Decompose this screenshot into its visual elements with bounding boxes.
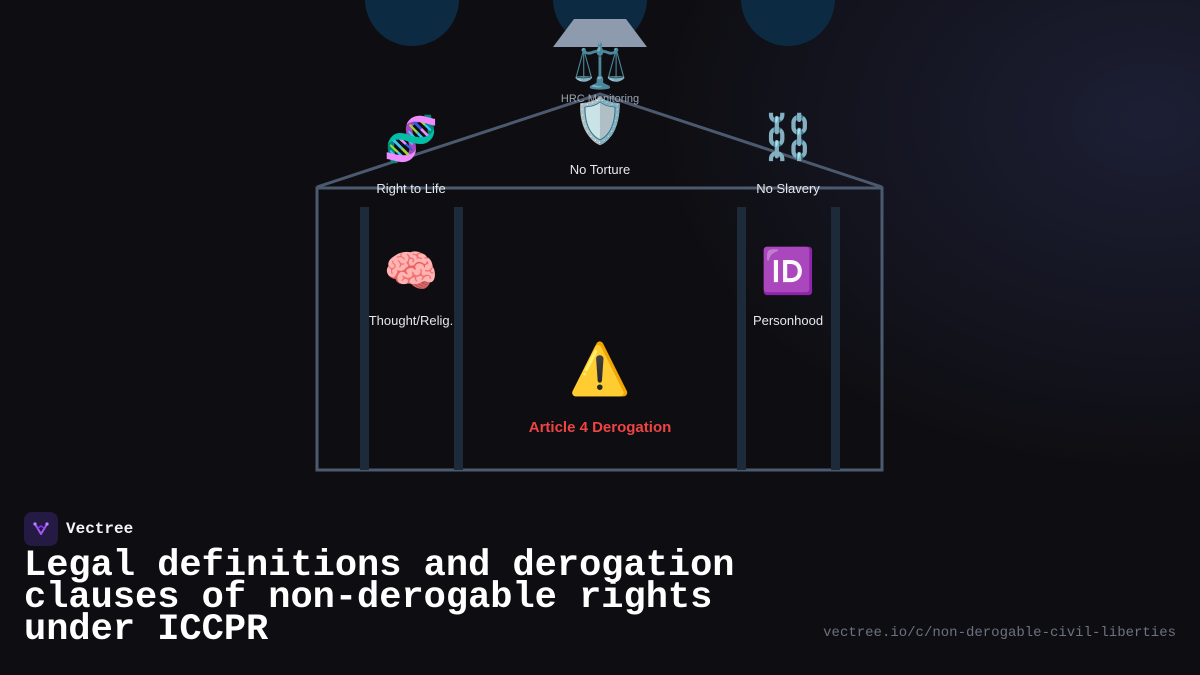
personhood-label: Personhood (752, 313, 824, 328)
page-title: Legal definitions and derogation clauses… (24, 545, 735, 651)
article-4-derogation-label: Article 4 Derogation (528, 419, 672, 436)
brain-icon: 🧠 (383, 246, 439, 297)
dna-icon: 🧬 (383, 114, 439, 165)
pillar-1 (360, 207, 369, 470)
temple-roof (316, 92, 883, 189)
temple-capstone (553, 19, 647, 47)
source-url[interactable]: vectree.io/c/non-derogable-civil-liberti… (823, 625, 1176, 641)
right-to-life-label: Right to Life (376, 181, 446, 196)
brand-name: Vectree (66, 520, 134, 538)
chains-icon: ⛓️ (760, 112, 816, 163)
hrc-monitoring-label: HRC Monitoring (560, 93, 640, 105)
vectree-mark-icon (33, 522, 49, 535)
temple-frame (315, 186, 884, 472)
pillar-4 (831, 207, 840, 470)
pillar-2 (454, 207, 463, 470)
no-slavery-label: No Slavery (756, 181, 820, 196)
vectree-logo-icon (24, 512, 58, 546)
pillar-3 (737, 207, 746, 470)
brand: Vectree (24, 512, 133, 546)
scales-icon: ⚖️ (572, 41, 628, 92)
warning-icon: ⚠️ (568, 340, 632, 398)
temple-diagram (315, 19, 884, 472)
shield-icon: 🛡️ (572, 96, 628, 147)
id-icon: 🆔 (760, 246, 816, 297)
thought-religion-label: Thought/Relig. (368, 313, 454, 328)
no-torture-label: No Torture (569, 162, 631, 177)
